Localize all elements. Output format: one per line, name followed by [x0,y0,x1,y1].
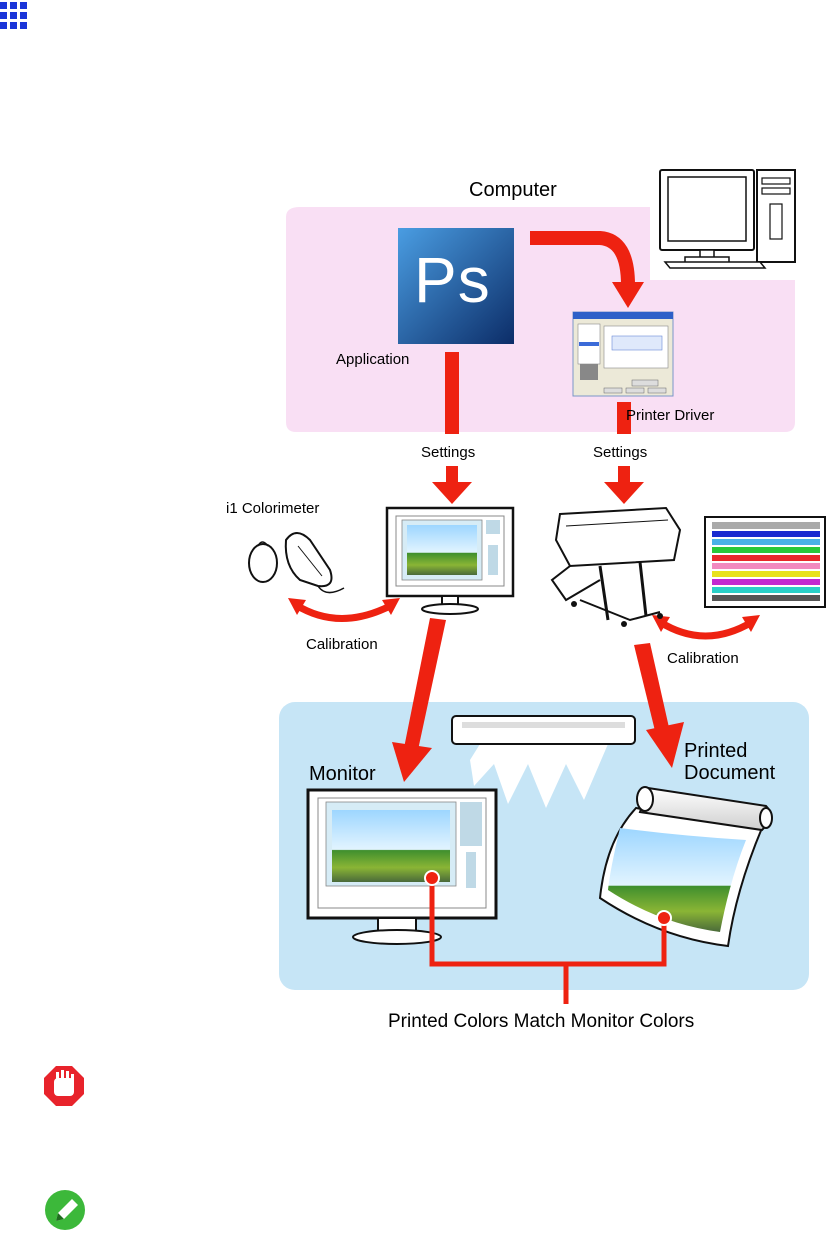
desktop-computer-icon [659,169,796,269]
colorimeter-device-icon [248,532,345,594]
printer-driver-dialog-thumbnail [572,311,674,397]
printed-document-label-line2: Document [684,762,776,784]
large-format-printer-icon [550,506,682,627]
monitor-label: Monitor [309,763,376,785]
printer-driver-label: Printer Driver [626,407,715,424]
printed-document-label-line1: Printed [684,740,748,762]
computer-label: Computer [469,179,557,201]
colorimeter-label: i1 Colorimeter [226,500,320,517]
important-stop-hand-icon [44,1066,84,1106]
application-label: Application [336,351,410,368]
large-monitor-icon [306,788,498,945]
ceiling-light-icon [451,715,636,808]
note-pencil-icon [45,1190,85,1230]
calibration-arrow-right [652,615,760,640]
settings-label-right: Settings [593,444,648,461]
color-match-caption: Printed Colors Match Monitor Colors [388,1011,695,1032]
settings-label-left: Settings [421,444,476,461]
calibration-label-right: Calibration [667,650,739,667]
output-arrows [392,618,684,782]
calibration-arrow-left [288,598,400,622]
small-monitor-icon [385,506,515,615]
photoshop-app-icon [398,228,514,344]
section-grid-icon [0,0,30,32]
color-match-connector [424,870,672,1004]
photoshop-icon-text: Ps [414,244,491,316]
calibration-label-left: Calibration [306,636,378,653]
calibration-color-chart [704,516,826,608]
printed-document-roll-icon [598,786,773,948]
data-flow-arrows [432,231,644,504]
